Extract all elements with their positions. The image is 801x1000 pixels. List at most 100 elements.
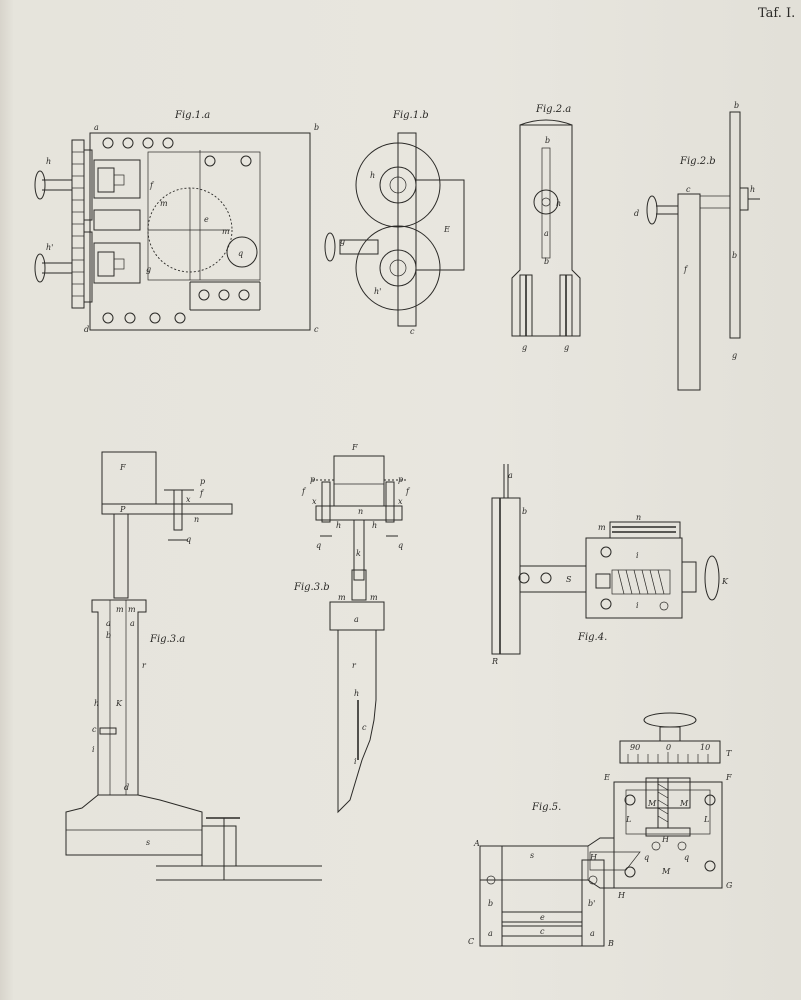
label-b: b bbox=[734, 101, 739, 110]
label-e: e bbox=[204, 215, 209, 224]
label-H: H bbox=[661, 835, 670, 844]
fig-5: Fig.5. bbox=[468, 712, 733, 948]
label-q: q bbox=[186, 535, 191, 544]
label-n: n bbox=[358, 507, 363, 516]
label-q: q bbox=[238, 249, 243, 258]
label-h: h bbox=[556, 199, 561, 208]
label-r: r bbox=[352, 661, 357, 670]
label-h-3: h bbox=[354, 689, 359, 698]
label-m: m bbox=[598, 523, 606, 532]
fig-4: Fig.4. a b m n i S K i R bbox=[491, 464, 729, 666]
label-a: a bbox=[94, 123, 99, 132]
fig-2b: Fig.2.b b c h d f b g bbox=[634, 101, 760, 391]
label-g: g bbox=[732, 351, 737, 360]
label-L-2: L bbox=[703, 815, 709, 824]
label-m-2: m bbox=[222, 227, 230, 236]
label-b: b bbox=[106, 631, 111, 640]
label-h: h bbox=[46, 157, 51, 166]
label-c: c bbox=[314, 325, 319, 334]
label-f-2: f bbox=[405, 487, 411, 496]
fig-1b: Fig.1.b E h h' g c bbox=[324, 110, 465, 336]
label-h: h bbox=[94, 699, 99, 708]
label-c: c bbox=[362, 723, 367, 732]
label-L: L bbox=[625, 815, 631, 824]
label-e: e bbox=[540, 913, 545, 922]
label-K: K bbox=[115, 699, 123, 708]
label-b: b bbox=[488, 899, 493, 908]
scale-label-0: 0 bbox=[666, 743, 671, 752]
label-d: d bbox=[84, 325, 89, 334]
label-p-2: p bbox=[398, 475, 403, 484]
label-n: n bbox=[636, 513, 641, 522]
label-f: f bbox=[683, 265, 689, 274]
label-M-2: M bbox=[679, 799, 689, 808]
label-c: c bbox=[686, 185, 691, 194]
label-H-2: H bbox=[589, 853, 598, 862]
plate-label: Taf. I. bbox=[758, 6, 795, 21]
label-q-2: q bbox=[398, 541, 403, 550]
label-m-2: m bbox=[128, 605, 136, 614]
scale-label-10: 10 bbox=[700, 743, 710, 752]
label-E: E bbox=[603, 773, 610, 782]
fig-4-title: Fig.4. bbox=[577, 632, 607, 643]
fig-2b-title: Fig.2.b bbox=[679, 156, 716, 167]
fig-5-title: Fig.5. bbox=[531, 802, 561, 813]
label-i: i bbox=[92, 745, 95, 754]
label-p: p bbox=[200, 477, 205, 486]
fig-2a-title: Fig.2.a bbox=[535, 104, 571, 115]
label-x: x bbox=[186, 495, 191, 504]
fig-1b-title: Fig.1.b bbox=[392, 110, 429, 121]
label-q: q bbox=[644, 853, 649, 862]
label-m-2: m bbox=[370, 593, 378, 602]
label-k: k bbox=[356, 549, 361, 558]
label-r: r bbox=[142, 661, 147, 670]
label-h-prime: h' bbox=[374, 287, 381, 296]
label-q-2: q bbox=[684, 853, 689, 862]
label-p: p bbox=[310, 475, 315, 484]
label-x-2: x bbox=[398, 497, 403, 506]
label-b: b bbox=[545, 136, 550, 145]
label-T: T bbox=[726, 749, 732, 758]
label-R: R bbox=[491, 657, 498, 666]
label-i: i bbox=[354, 757, 357, 766]
fig-2a: Fig.2.a b h a b g g bbox=[511, 104, 581, 352]
label-m: m bbox=[160, 199, 168, 208]
label-q: q bbox=[316, 541, 321, 550]
label-h-2: h bbox=[372, 521, 377, 530]
label-a: a bbox=[106, 619, 111, 628]
label-P: P bbox=[119, 505, 126, 514]
label-b-2: b bbox=[732, 251, 737, 260]
label-A: A bbox=[473, 839, 480, 848]
label-F: F bbox=[725, 773, 732, 782]
fig-1a-title: Fig.1.a bbox=[174, 110, 210, 121]
label-S: S bbox=[566, 575, 572, 584]
label-x: x bbox=[312, 497, 317, 506]
label-b-prime: b' bbox=[588, 899, 595, 908]
label-c: c bbox=[540, 927, 545, 936]
label-C: C bbox=[468, 937, 474, 946]
label-c: c bbox=[92, 725, 97, 734]
label-a: a bbox=[488, 929, 493, 938]
fig-3b: Fig.3.b F p p f f x x h h n q q k m m a … bbox=[293, 443, 411, 814]
label-M-3: M bbox=[661, 867, 671, 876]
label-m: m bbox=[338, 593, 346, 602]
fig-3a-title: Fig.3.a bbox=[149, 634, 185, 645]
label-a-2: a bbox=[590, 929, 595, 938]
label-d: d bbox=[634, 209, 639, 218]
label-h: h bbox=[336, 521, 341, 530]
label-K: K bbox=[721, 577, 729, 586]
label-H-3: H bbox=[617, 891, 626, 900]
label-m: m bbox=[116, 605, 124, 614]
label-a: a bbox=[508, 471, 513, 480]
fig-3a: Fig.3.a F p f x n P q m m a a b r h K c … bbox=[65, 451, 322, 881]
label-h: h bbox=[750, 185, 755, 194]
label-B: B bbox=[607, 939, 614, 948]
scale-label-90: 90 bbox=[630, 743, 640, 752]
label-s: s bbox=[146, 838, 150, 847]
label-F: F bbox=[119, 463, 126, 472]
label-s: s bbox=[530, 851, 534, 860]
label-f: f bbox=[199, 489, 205, 498]
label-a: a bbox=[544, 229, 549, 238]
fig-1a: Fig.1.a bbox=[34, 110, 319, 334]
